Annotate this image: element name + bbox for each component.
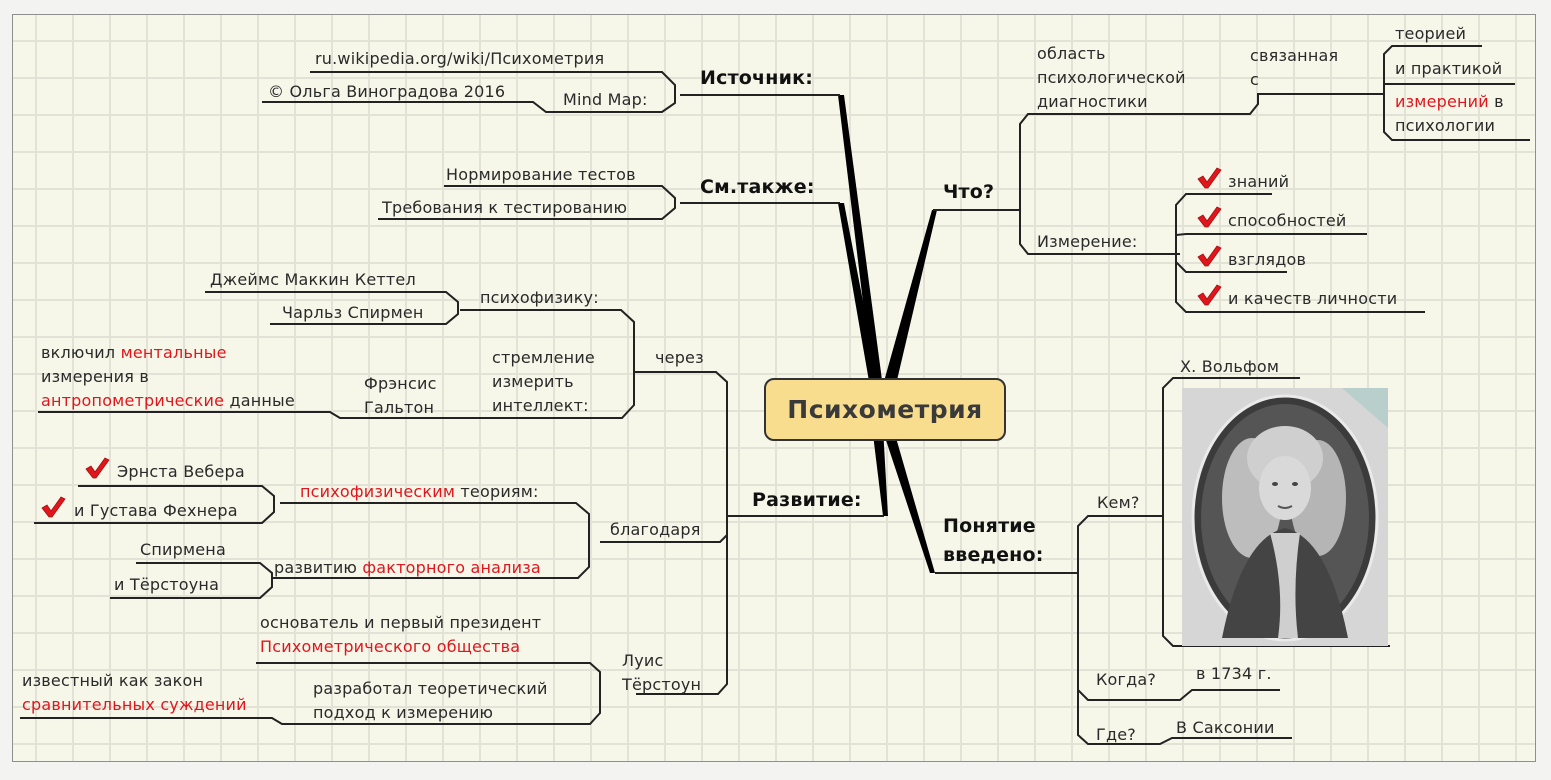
checkmark-icon (1197, 206, 1222, 228)
node-where[interactable]: Где? (1096, 725, 1136, 744)
node-psychophysics[interactable]: психофизику: (480, 288, 599, 307)
measure-item[interactable]: взглядов (1228, 250, 1307, 269)
note-galton-line2[interactable]: измерения в (41, 367, 150, 386)
portrait-engraving (1182, 388, 1388, 646)
node-saxony[interactable]: В Саксонии (1176, 718, 1275, 737)
branch-label-introduced-line1[interactable]: Понятие (943, 515, 1036, 537)
plain-text: теориям: (455, 482, 539, 501)
node-measurements[interactable]: измерений в (1395, 90, 1504, 114)
node-mind-map[interactable]: Mind Map: (563, 90, 648, 109)
portrait-image (1182, 388, 1388, 646)
node-law-line1[interactable]: известный как закон (22, 671, 204, 690)
checkmark-icon (41, 496, 66, 518)
highlight-text: измерений (1395, 92, 1489, 111)
node-factor-analysis[interactable]: развитию факторного анализа (274, 556, 541, 580)
highlight-text: факторного анализа (362, 558, 541, 577)
node-intellect-line1[interactable]: стремление (492, 348, 595, 367)
checkmark-icon (1197, 284, 1222, 306)
measure-item[interactable]: способностей (1228, 211, 1347, 230)
note-galton-line1[interactable]: включил ментальные (41, 341, 227, 365)
node-approach-line1[interactable]: разработал теоретический (313, 679, 548, 698)
branch-label-source[interactable]: Источник: (700, 67, 814, 89)
checkmark-icon (1197, 245, 1222, 267)
see-also-item[interactable]: Требования к тестированию (382, 198, 628, 217)
highlight-text: психофизическим (300, 482, 456, 501)
person-spearman[interactable]: Чарльз Спирмен (282, 303, 424, 322)
node-law-line2[interactable]: сравнительных суждений (22, 695, 247, 714)
node-founder-line2[interactable]: Психометрического общества (260, 637, 521, 656)
branch-label-see-also[interactable]: См.также: (700, 176, 815, 198)
node-measurements-line2[interactable]: психологии (1395, 116, 1496, 135)
node-theory[interactable]: теорией (1395, 24, 1467, 43)
link-wikipedia[interactable]: ru.wikipedia.org/wiki/Психометрия (315, 49, 605, 68)
node-intellect-line2[interactable]: измерить (492, 372, 574, 391)
node-approach-line2[interactable]: подход к измерению (313, 703, 494, 722)
person-galton-line1[interactable]: Фрэнсис (364, 374, 437, 393)
node-copyright[interactable]: © Ольга Виноградова 2016 (268, 82, 506, 101)
measure-item[interactable]: знаний (1228, 172, 1290, 191)
node-related-line2[interactable]: с (1250, 70, 1259, 89)
node-practice[interactable]: и практикой (1395, 59, 1503, 78)
person-spearman-2[interactable]: Спирмена (140, 540, 226, 559)
checkmark-icon (1197, 167, 1222, 189)
person-weber[interactable]: Эрнста Вебера (117, 462, 245, 481)
node-intellect-line3[interactable]: интеллект: (492, 396, 589, 415)
measure-item[interactable]: и качеств личности (1228, 289, 1398, 308)
branch-label-development[interactable]: Развитие: (752, 489, 862, 511)
person-thurstone-line2[interactable]: Тёрстоун (622, 675, 702, 694)
node-when[interactable]: Когда? (1096, 670, 1157, 689)
person-thurstone-2[interactable]: и Тёрстоуна (114, 575, 220, 594)
plain-text: включил (41, 343, 121, 362)
node-who[interactable]: Кем? (1097, 493, 1140, 512)
node-theories[interactable]: психофизическим теориям: (300, 480, 539, 504)
branch-label-introduced-line2[interactable]: введено: (943, 544, 1044, 566)
highlight-text: ментальные (120, 343, 227, 362)
person-fechner[interactable]: и Густава Фехнера (74, 501, 238, 520)
see-also-item[interactable]: Нормирование тестов (446, 165, 636, 184)
person-cattell[interactable]: Джеймс Маккин Кеттел (210, 270, 416, 289)
checkmark-icon (85, 457, 110, 479)
person-thurstone-line1[interactable]: Луис (622, 651, 664, 670)
plain-text: в (1488, 92, 1504, 111)
plain-text: развитию (274, 558, 363, 577)
node-thanks[interactable]: благодаря (610, 520, 701, 539)
node-measurement[interactable]: Измерение: (1037, 232, 1138, 251)
node-founder-line1[interactable]: основатель и первый президент (260, 613, 542, 632)
central-topic[interactable]: Психометрия (764, 378, 1006, 441)
node-1734[interactable]: в 1734 г. (1196, 664, 1272, 683)
plain-text: данные (224, 391, 295, 410)
person-galton-line2[interactable]: Гальтон (364, 398, 435, 417)
node-area-line1[interactable]: область (1037, 44, 1106, 63)
highlight-text: антропометрические (41, 391, 225, 410)
node-related-line1[interactable]: связанная (1250, 46, 1339, 65)
branch-label-what[interactable]: Что? (943, 181, 995, 203)
node-area-line2[interactable]: психологической (1037, 68, 1186, 87)
node-area-line3[interactable]: диагностики (1037, 92, 1148, 111)
node-wolff[interactable]: Х. Вольфом (1180, 357, 1280, 376)
note-galton-line3[interactable]: антропометрические данные (41, 389, 295, 413)
node-through[interactable]: через (655, 348, 704, 367)
